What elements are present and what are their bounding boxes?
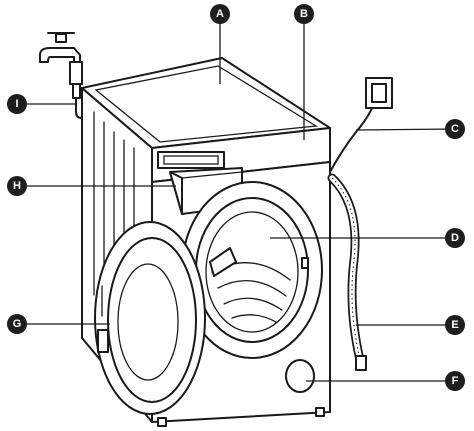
power-cord (329, 77, 393, 173)
open-door (94, 221, 206, 415)
pump-filter-cover (285, 359, 315, 393)
callout-E: E (445, 315, 465, 335)
callout-G: G (7, 314, 27, 334)
callout-A: A (210, 4, 230, 24)
callout-H-label: H (13, 180, 21, 192)
callout-C: C (445, 119, 465, 139)
door-opening (181, 181, 323, 359)
callout-I: I (7, 94, 27, 114)
callout-E-label: E (451, 319, 458, 331)
leader-lines (17, 22, 456, 382)
drain-hose (327, 173, 367, 371)
callout-H: H (7, 176, 27, 196)
detergent-drawer (157, 151, 243, 215)
callout-B: B (294, 4, 314, 24)
callout-C-label: C (451, 123, 459, 135)
callout-D: D (445, 228, 465, 248)
callout-I-label: I (15, 98, 18, 110)
callout-D-label: D (451, 232, 459, 244)
callout-A-label: A (216, 8, 224, 20)
callout-B-label: B (300, 8, 308, 20)
callout-F: F (445, 371, 465, 391)
callout-G-label: G (13, 318, 22, 330)
callout-F-label: F (452, 375, 459, 387)
